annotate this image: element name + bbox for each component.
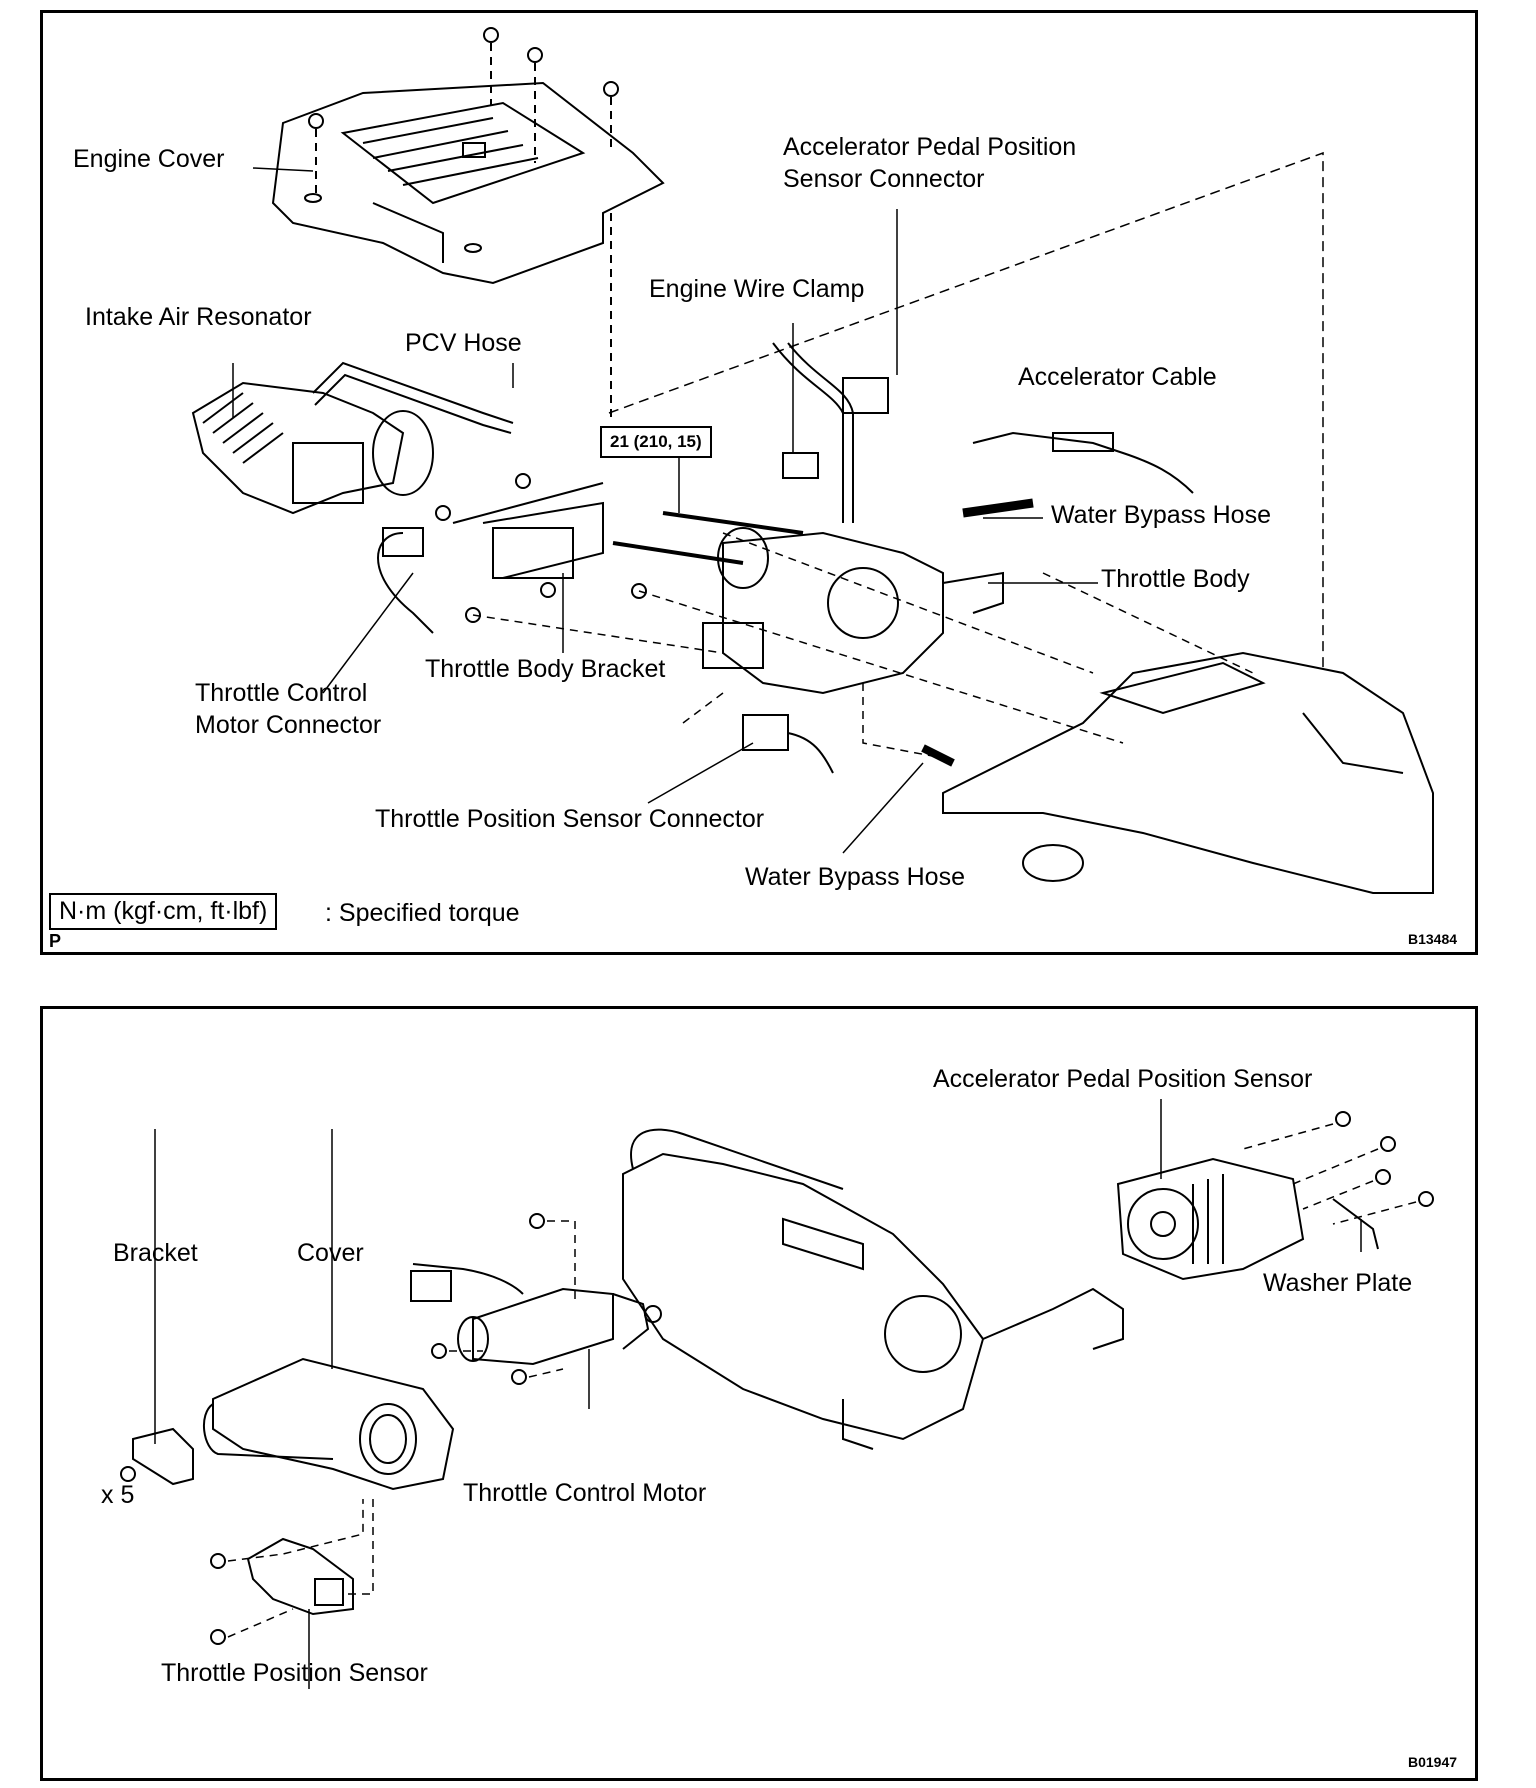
intake-air-resonator-drawing	[191, 361, 514, 515]
throttle-body-main-drawing	[622, 1128, 1124, 1450]
top-exploded-view-art	[191, 27, 1434, 894]
throttle-body-drawing	[482, 501, 1004, 695]
cover-nuts	[308, 27, 619, 423]
bottom-leader-lines	[154, 1099, 1362, 1689]
label-washer-plate: Washer Plate	[1263, 1269, 1413, 1297]
bracket-drawing	[120, 1427, 194, 1486]
label-accelerator-cable: Accelerator Cable	[1018, 363, 1217, 391]
label-engine-wire-clamp: Engine Wire Clamp	[649, 275, 865, 303]
engine-cover-drawing	[271, 81, 665, 285]
accelerator-cable-drawing	[972, 431, 1194, 494]
label-throttle-position-sensor: Throttle Position Sensor	[161, 1659, 428, 1687]
bottom-exploded-view-art	[120, 1099, 1434, 1689]
harness-drawings	[377, 342, 889, 634]
cover-drawing	[202, 1357, 455, 1491]
label-pcv-hose: PCV Hose	[405, 329, 522, 357]
corner-mark: P	[49, 931, 62, 951]
figure-code-bottom: B01947	[1408, 1754, 1458, 1770]
label-intake-air-resonator: Intake Air Resonator	[85, 303, 312, 331]
figure-code-top: B13484	[1408, 931, 1458, 947]
tps-connector-drawing	[742, 714, 955, 774]
label-water-bypass-hose-1: Water Bypass Hose	[1051, 501, 1271, 529]
label-engine-cover: Engine Cover	[73, 145, 225, 173]
label-throttle-position-sensor-connector: Throttle Position Sensor Connector	[375, 805, 765, 833]
intake-manifold-drawing	[942, 651, 1434, 894]
label-throttle-control-motor: Throttle Control Motor	[463, 1479, 707, 1507]
label-accel-sensor-connector: Accelerator Pedal Position Sensor Connec…	[783, 133, 1077, 193]
label-throttle-body-bracket: Throttle Body Bracket	[425, 655, 666, 683]
torque-spec-box: 21 (210, 15)	[600, 426, 712, 458]
label-x5: x 5	[101, 1481, 135, 1509]
torque-legend-text: : Specified torque	[325, 899, 520, 927]
leader-lines	[252, 167, 1098, 854]
throttle-position-sensor-drawing	[210, 1499, 374, 1645]
bolts	[435, 473, 1254, 759]
torque-legend-unit: N·m (kgf·cm, ft·lbf)	[49, 893, 278, 930]
throttle-control-motor-drawing	[410, 1213, 662, 1385]
label-throttle-body: Throttle Body	[1101, 565, 1250, 593]
water-bypass-hose-1-drawing	[962, 498, 1034, 518]
label-bracket: Bracket	[113, 1239, 198, 1267]
accel-pedal-sensor-drawing	[1116, 1157, 1379, 1281]
label-accel-pedal-position-sensor: Accelerator Pedal Position Sensor	[933, 1065, 1313, 1093]
sensor-screws	[1242, 1111, 1434, 1225]
label-water-bypass-hose-2: Water Bypass Hose	[745, 863, 965, 891]
label-cover: Cover	[297, 1239, 364, 1267]
bottom-diagram-panel: Accelerator Pedal Position Sensor Bracke…	[40, 1006, 1478, 1781]
top-diagram-panel: Engine Cover Accelerator Pedal Position …	[40, 10, 1478, 955]
label-throttle-control-motor-connector: Throttle Control Motor Connector	[195, 679, 382, 739]
